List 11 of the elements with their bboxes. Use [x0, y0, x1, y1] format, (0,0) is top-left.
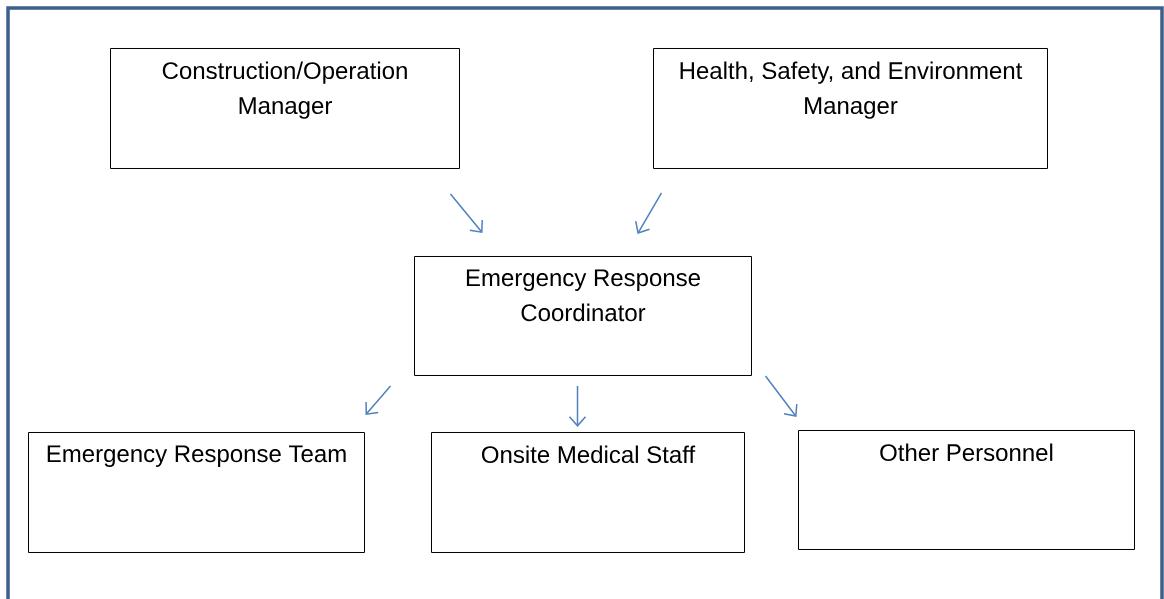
role-box: Emergency Response Team [28, 432, 365, 553]
role-box: Emergency Response Coordinator [414, 256, 752, 376]
arrow [634, 192, 663, 234]
arrow [764, 375, 798, 417]
arrow [568, 385, 587, 427]
role-box: Health, Safety, and Environment Manager [653, 48, 1048, 169]
arrow [365, 385, 392, 415]
role-box: Construction/Operation Manager [110, 48, 460, 169]
arrow [449, 193, 483, 233]
role-box: Onsite Medical Staff [431, 432, 745, 553]
role-box: Other Personnel [798, 430, 1135, 550]
